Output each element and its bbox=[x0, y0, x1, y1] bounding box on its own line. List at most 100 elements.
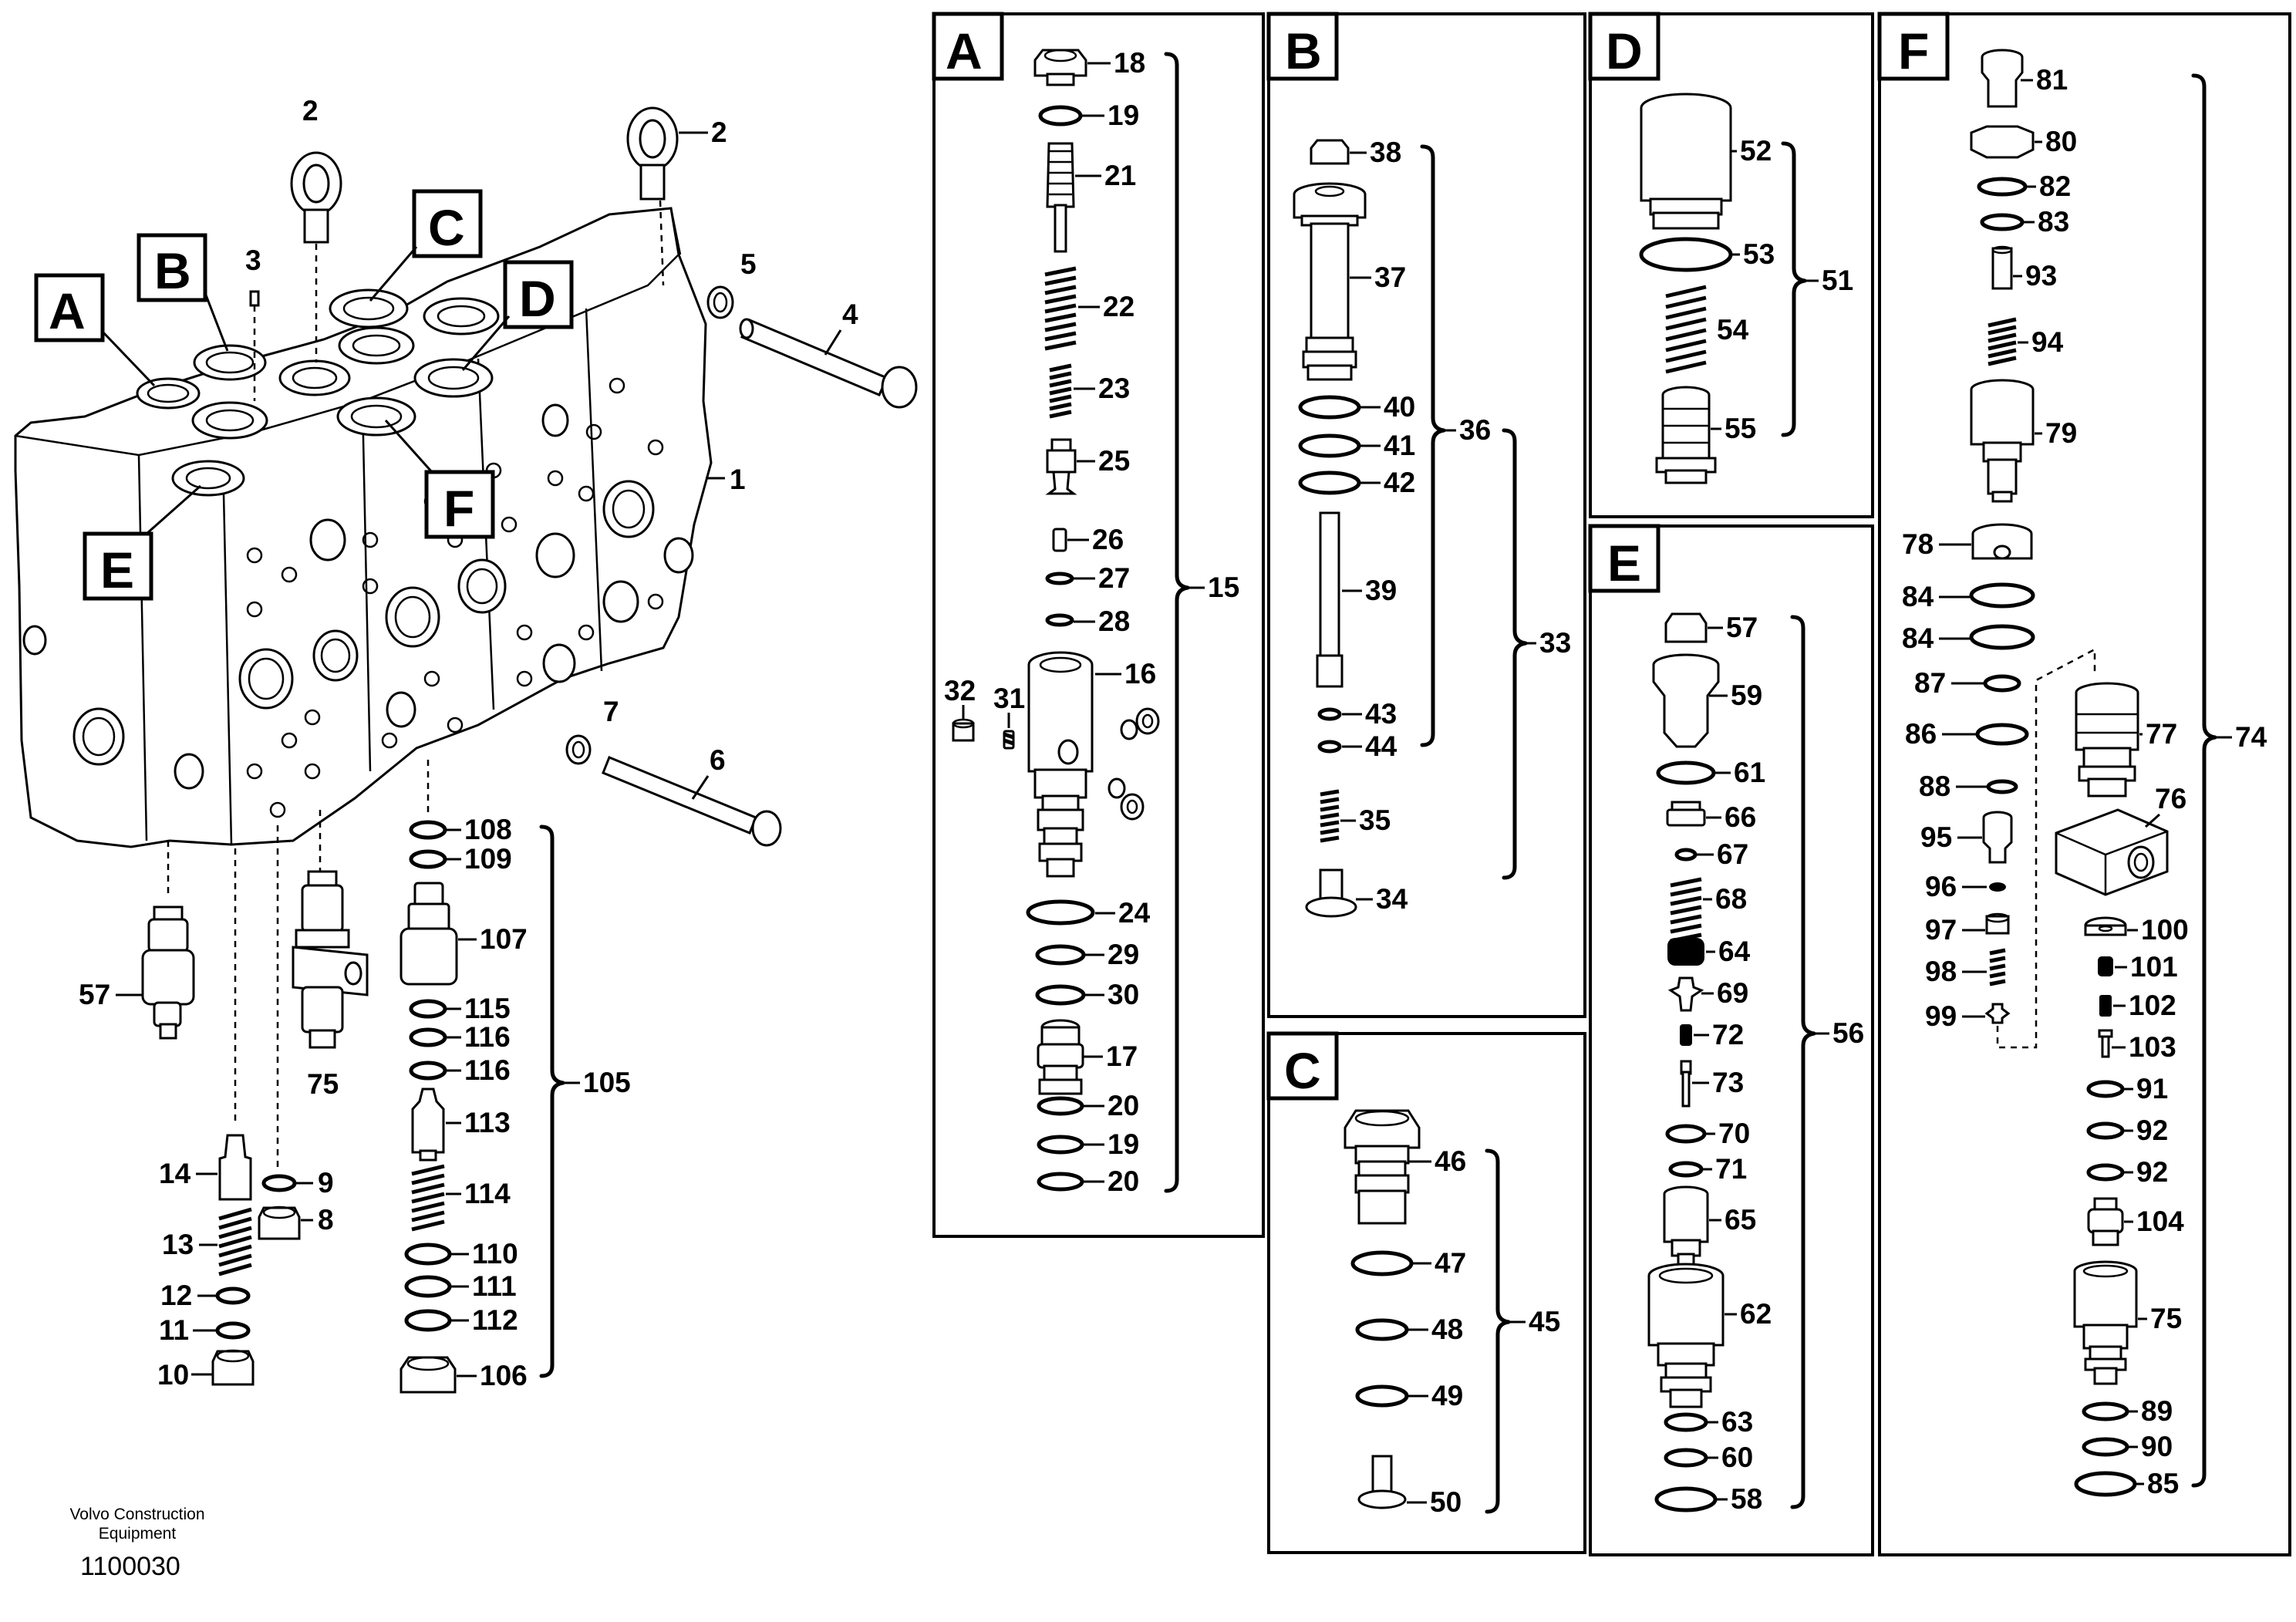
label-80: 80 bbox=[2045, 126, 2077, 157]
label-92-a: 92 bbox=[2136, 1114, 2168, 1146]
label-32: 32 bbox=[944, 675, 976, 706]
label-54: 54 bbox=[1717, 314, 1749, 346]
label-14: 14 bbox=[159, 1158, 191, 1189]
label-101: 101 bbox=[2130, 951, 2178, 983]
label-105: 105 bbox=[583, 1067, 631, 1098]
label-33: 33 bbox=[1539, 627, 1571, 659]
plug-8 bbox=[258, 1206, 301, 1240]
label-53: 53 bbox=[1743, 238, 1775, 270]
tie-bolt-4 bbox=[739, 318, 918, 409]
label-75-f: 75 bbox=[2150, 1303, 2182, 1334]
label-104: 104 bbox=[2136, 1206, 2184, 1237]
panel-e-parts bbox=[1647, 612, 1725, 1512]
callout-box-e bbox=[83, 531, 153, 601]
label-41: 41 bbox=[1384, 430, 1415, 461]
label-81: 81 bbox=[2036, 64, 2068, 96]
panel-a bbox=[932, 12, 1265, 1238]
label-87: 87 bbox=[1914, 667, 1946, 699]
label-70: 70 bbox=[1718, 1118, 1750, 1149]
label-115: 115 bbox=[464, 993, 511, 1024]
panel-f-parts bbox=[1969, 49, 2169, 1497]
callout-box-d bbox=[503, 260, 574, 329]
eyebolt-right bbox=[626, 106, 679, 286]
label-50: 50 bbox=[1430, 1486, 1462, 1518]
label-36: 36 bbox=[1459, 414, 1491, 446]
section-letter-c: C bbox=[1284, 1042, 1321, 1099]
label-64: 64 bbox=[1718, 936, 1751, 967]
brace-45 bbox=[1485, 1148, 1511, 1514]
label-2-left: 2 bbox=[302, 95, 319, 126]
label-19-top: 19 bbox=[1108, 99, 1139, 131]
panel-f bbox=[1878, 12, 2291, 1556]
label-30: 30 bbox=[1108, 979, 1139, 1010]
label-82: 82 bbox=[2039, 170, 2071, 202]
label-78: 78 bbox=[1902, 528, 1934, 560]
brace-51 bbox=[1781, 141, 1807, 437]
label-25: 25 bbox=[1098, 445, 1130, 477]
label-40: 40 bbox=[1384, 391, 1415, 423]
label-98: 98 bbox=[1925, 956, 1957, 987]
label-31: 31 bbox=[993, 683, 1025, 714]
plug-3 bbox=[249, 290, 260, 307]
label-26: 26 bbox=[1092, 524, 1124, 555]
relief-valve-57-lower bbox=[141, 905, 195, 1040]
callout-letter-a: A bbox=[49, 282, 86, 339]
label-96: 96 bbox=[1925, 871, 1957, 902]
section-letter-d: D bbox=[1606, 22, 1643, 79]
label-113: 113 bbox=[464, 1107, 511, 1138]
label-17: 17 bbox=[1106, 1040, 1138, 1072]
callout-box-b bbox=[137, 233, 207, 302]
label-34: 34 bbox=[1376, 883, 1408, 915]
label-89: 89 bbox=[2141, 1395, 2173, 1427]
panel-c bbox=[1267, 1032, 1586, 1554]
label-100: 100 bbox=[2141, 914, 2189, 946]
section-label-box-d bbox=[1588, 12, 1660, 81]
brace-105 bbox=[539, 824, 565, 1378]
label-86: 86 bbox=[1905, 718, 1937, 750]
label-106: 106 bbox=[480, 1360, 528, 1391]
label-108: 108 bbox=[464, 814, 512, 845]
label-66: 66 bbox=[1725, 801, 1756, 833]
section-label-box-c bbox=[1266, 1031, 1339, 1101]
section-label-box-a bbox=[932, 12, 1004, 81]
section-label-box-f bbox=[1877, 12, 1950, 81]
label-59: 59 bbox=[1731, 679, 1762, 711]
eyebolt-left bbox=[290, 151, 342, 363]
callout-letter-d: D bbox=[519, 270, 556, 327]
label-56: 56 bbox=[1832, 1017, 1864, 1049]
tie-bolt-6 bbox=[602, 756, 782, 847]
label-85: 85 bbox=[2147, 1468, 2179, 1499]
label-42: 42 bbox=[1384, 467, 1415, 498]
valve-block-body bbox=[14, 207, 713, 848]
label-4: 4 bbox=[842, 298, 858, 330]
section-letter-e: E bbox=[1607, 534, 1641, 592]
label-28: 28 bbox=[1098, 605, 1130, 637]
label-52: 52 bbox=[1740, 135, 1772, 167]
label-37: 37 bbox=[1374, 261, 1406, 293]
brace-15 bbox=[1164, 52, 1190, 1193]
label-18: 18 bbox=[1114, 47, 1145, 79]
label-2-right: 2 bbox=[711, 116, 727, 148]
label-38: 38 bbox=[1370, 137, 1401, 168]
label-44: 44 bbox=[1365, 730, 1397, 762]
label-68: 68 bbox=[1715, 883, 1747, 915]
label-95: 95 bbox=[1920, 821, 1952, 853]
label-5: 5 bbox=[740, 248, 757, 280]
label-20-b: 20 bbox=[1108, 1165, 1139, 1197]
label-16: 16 bbox=[1124, 658, 1156, 690]
label-63: 63 bbox=[1721, 1406, 1753, 1438]
o-ring-7 bbox=[565, 734, 592, 765]
label-55: 55 bbox=[1725, 413, 1756, 444]
label-71: 71 bbox=[1715, 1153, 1747, 1185]
label-20-a: 20 bbox=[1108, 1090, 1139, 1121]
callout-letter-f: F bbox=[443, 480, 474, 537]
label-58: 58 bbox=[1731, 1483, 1762, 1515]
panel-b-parts bbox=[1293, 139, 1367, 918]
label-51: 51 bbox=[1822, 265, 1853, 296]
section-label-box-b bbox=[1266, 12, 1339, 81]
label-11: 11 bbox=[159, 1314, 189, 1346]
label-92-b: 92 bbox=[2136, 1156, 2168, 1188]
label-60: 60 bbox=[1721, 1442, 1753, 1473]
credit-line-2: Equipment bbox=[99, 1525, 177, 1543]
